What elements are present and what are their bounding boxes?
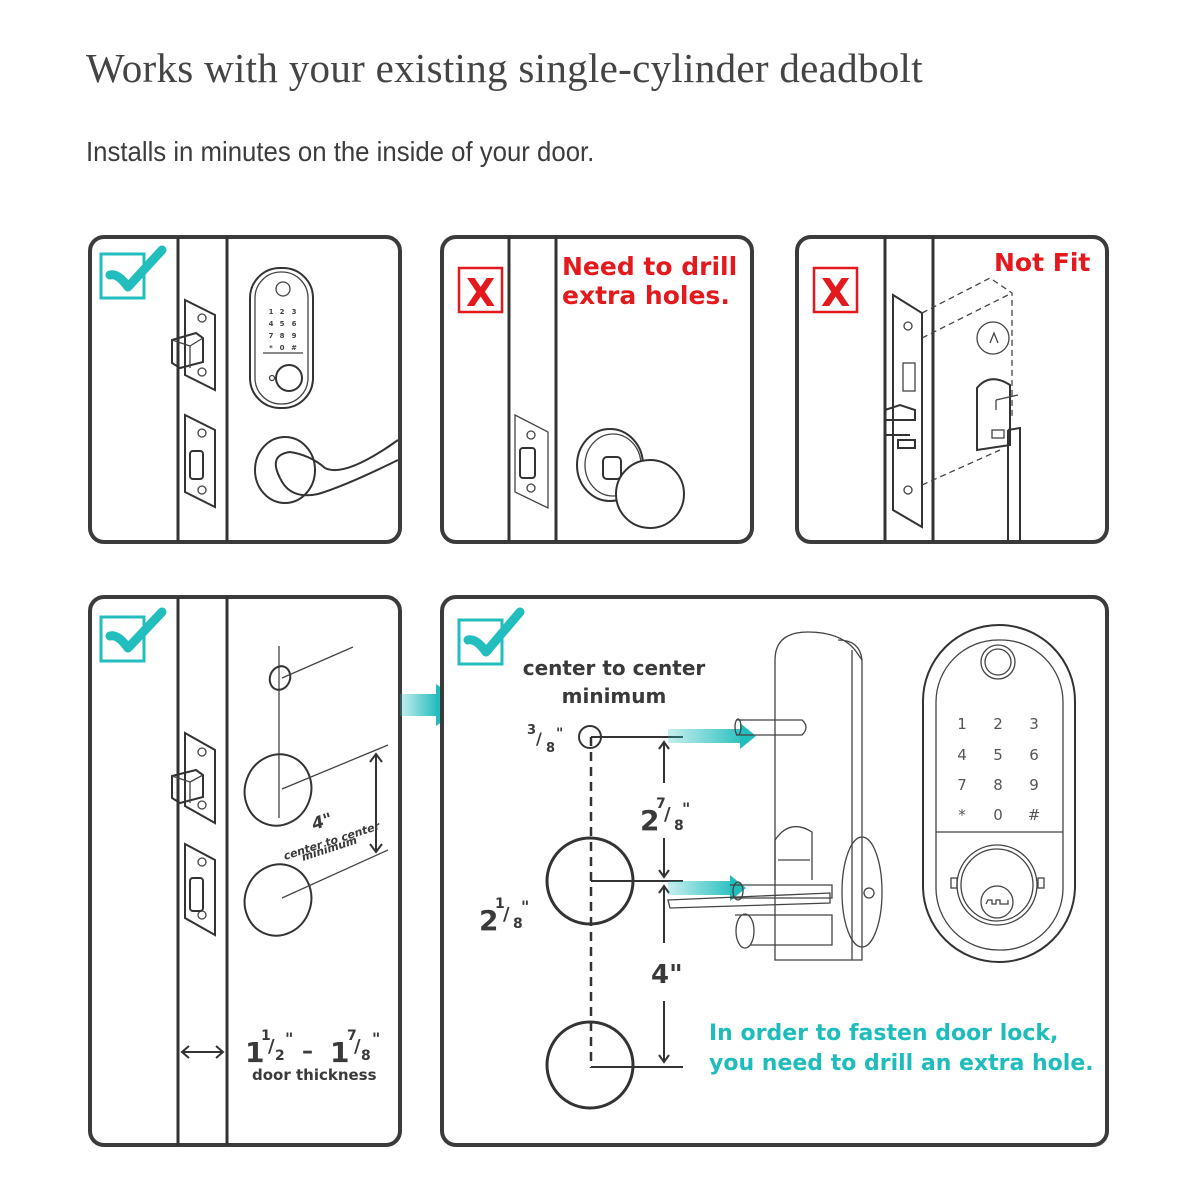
svg-text:": " bbox=[556, 726, 563, 742]
gap-size: 2 7 / 8 " bbox=[640, 796, 690, 837]
keypad-key: # bbox=[1028, 806, 1041, 824]
svg-text:3: 3 bbox=[527, 723, 536, 738]
door-thickness-arrow bbox=[180, 1045, 225, 1059]
heading-line1: center to center bbox=[523, 656, 706, 680]
keypad-key: 9 bbox=[1029, 776, 1039, 794]
svg-text:2: 2 bbox=[275, 1048, 285, 1064]
panel-knob-only: X Need to drill extra holes. bbox=[440, 235, 754, 544]
svg-text:/: / bbox=[536, 729, 542, 748]
gap-dimension-arrow bbox=[658, 740, 670, 879]
keypad-key: 6 bbox=[292, 320, 297, 328]
svg-text:2: 2 bbox=[479, 904, 498, 937]
panel-frame bbox=[88, 595, 402, 1147]
strike-plate-icon bbox=[184, 413, 216, 509]
panel-mortise-lock: X Not Fit bbox=[795, 235, 1109, 544]
door-thickness-value: 1 1 / 2 " – 1 7 / 8 " bbox=[245, 1028, 380, 1069]
svg-text:2: 2 bbox=[640, 804, 659, 837]
svg-text:8: 8 bbox=[674, 818, 684, 834]
keypad-key: 6 bbox=[1029, 746, 1039, 764]
keypad-key: 7 bbox=[957, 776, 967, 794]
svg-text:8: 8 bbox=[513, 916, 523, 932]
small-hole-size: 3 / 8 " bbox=[527, 723, 563, 756]
keypad-key: 1 bbox=[957, 715, 967, 733]
svg-text:1: 1 bbox=[245, 1036, 264, 1069]
keypad-key: 5 bbox=[993, 746, 1003, 764]
spacing-dimension-arrow bbox=[658, 884, 670, 1064]
hole-layout bbox=[243, 646, 389, 937]
keypad-key: 3 bbox=[292, 308, 297, 316]
strike-plate-icon bbox=[184, 842, 216, 937]
svg-text:/: / bbox=[354, 1036, 361, 1057]
svg-text:": " bbox=[682, 799, 690, 818]
keypad-key: 8 bbox=[993, 776, 1003, 794]
bolt-hole-size: 2 1 / 8 " bbox=[479, 896, 529, 937]
x-icon: X bbox=[457, 266, 504, 315]
panel-door-prep: 4" center to center minimum 1 1 / 2 " – … bbox=[88, 595, 402, 1147]
mortise-trim-icon bbox=[976, 321, 1021, 542]
keypad-key: 2 bbox=[280, 308, 285, 316]
panel-extra-hole: center to center minimum 3 / 8 " bbox=[440, 595, 1109, 1147]
panel-fits-existing-deadbolt: 1 2 3 4 5 6 7 8 9 * 0 # bbox=[88, 235, 402, 544]
keypad-key: 4 bbox=[957, 746, 967, 764]
alignment-arrow-icon bbox=[668, 881, 736, 895]
check-icon bbox=[457, 607, 525, 666]
keypad-key: 0 bbox=[280, 344, 285, 352]
page-title: Works with your existing single-cylinder… bbox=[86, 45, 923, 91]
svg-text:/: / bbox=[664, 804, 671, 825]
keypad-key: 9 bbox=[292, 332, 297, 340]
svg-text:7: 7 bbox=[656, 796, 666, 812]
svg-text:1: 1 bbox=[261, 1028, 271, 1044]
page-subtitle: Installs in minutes on the inside of you… bbox=[86, 136, 595, 167]
door-thickness-label: door thickness bbox=[252, 1066, 377, 1084]
svg-text:": " bbox=[372, 1029, 380, 1048]
svg-text:X: X bbox=[466, 271, 495, 315]
keypad-key: 5 bbox=[280, 320, 285, 328]
heading-line2: minimum bbox=[562, 684, 667, 708]
note-line2: you need to drill an extra hole. bbox=[709, 1051, 1094, 1076]
svg-text:7: 7 bbox=[347, 1028, 357, 1044]
svg-text:/: / bbox=[503, 904, 510, 925]
keypad-key: 8 bbox=[280, 332, 285, 340]
warning-text-line1: Need to drill bbox=[562, 252, 737, 281]
smart-lock-front-icon: 1 2 3 4 5 6 7 8 9 * 0 # bbox=[922, 624, 1076, 963]
note-line1: In order to fasten door lock, bbox=[709, 1021, 1058, 1046]
svg-text:1: 1 bbox=[330, 1036, 349, 1069]
svg-text:/: / bbox=[268, 1036, 275, 1057]
alignment-arrow-head bbox=[740, 723, 756, 749]
svg-text:8: 8 bbox=[546, 741, 555, 756]
keypad-key: 7 bbox=[269, 332, 274, 340]
svg-text:": " bbox=[285, 1029, 293, 1048]
keypad-key: 2 bbox=[993, 715, 1003, 733]
keypad-key: 1 bbox=[269, 308, 274, 316]
warning-text: Not Fit bbox=[994, 248, 1090, 277]
x-icon: X bbox=[812, 266, 859, 315]
check-icon bbox=[99, 245, 167, 300]
alignment-arrow-icon bbox=[668, 729, 748, 743]
door-knob-icon bbox=[576, 428, 685, 529]
keypad-key: * bbox=[269, 344, 273, 352]
keypad-key: 3 bbox=[1029, 715, 1039, 733]
spacing-value: 4" bbox=[651, 960, 683, 990]
lock-side-view-icon bbox=[667, 631, 883, 961]
warning-text-line2: extra holes. bbox=[562, 281, 730, 310]
keypad-key: 0 bbox=[993, 806, 1003, 824]
latch-plate-icon bbox=[171, 731, 216, 825]
latch-plate-icon bbox=[171, 298, 216, 392]
check-icon bbox=[99, 607, 167, 663]
strike-plate-icon bbox=[514, 413, 549, 510]
keypad-key: * bbox=[958, 806, 966, 824]
panel-frame bbox=[795, 235, 1109, 544]
svg-text:1: 1 bbox=[495, 896, 505, 912]
smart-lock-icon: 1 2 3 4 5 6 7 8 9 * 0 # bbox=[249, 267, 314, 409]
svg-text:8: 8 bbox=[361, 1048, 371, 1064]
svg-text:–: – bbox=[302, 1039, 313, 1064]
keypad-key: 4 bbox=[269, 320, 274, 328]
lever-handle-icon bbox=[254, 436, 399, 504]
keypad-key: # bbox=[291, 344, 297, 352]
svg-text:": " bbox=[521, 897, 529, 916]
svg-text:X: X bbox=[821, 271, 850, 315]
mortise-faceplate-icon bbox=[884, 293, 923, 529]
dashed-outline bbox=[921, 277, 1013, 486]
